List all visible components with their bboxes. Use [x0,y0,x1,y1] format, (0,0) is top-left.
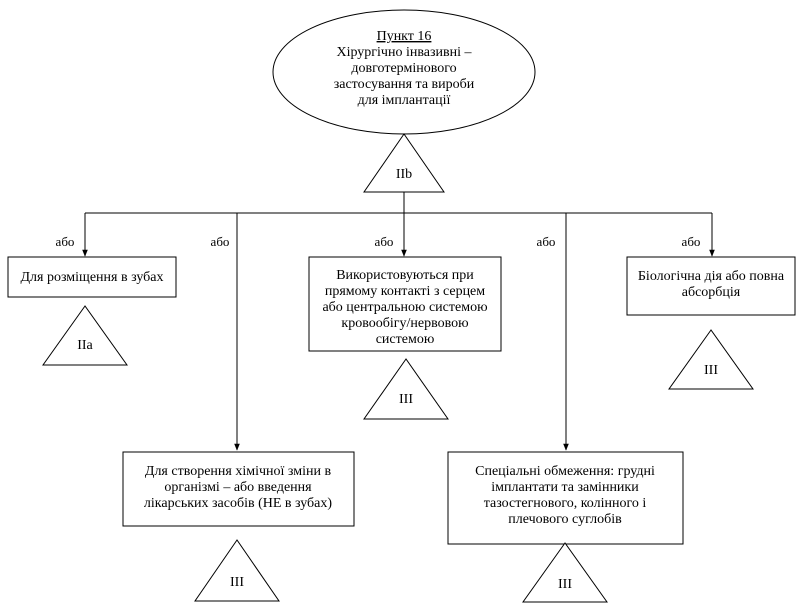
box-special-class: III [558,577,572,592]
root-line-2: довготермінового [351,61,456,76]
root-class-triangle: IIb [363,133,445,193]
box-bio-line-1: Біологічна дія або повна [638,269,785,284]
box-bio-class: III [704,363,718,378]
box-bio-line-2: абсорбція [682,285,741,300]
root-line-1: Хірургічно інвазивні – [336,45,472,60]
box-chemical: Для створення хімічної зміни в організмі… [122,451,355,602]
connectors [82,192,715,451]
branch-label-teeth: або [56,234,75,249]
branch-label-special: або [537,234,556,249]
box-teeth-line-1: Для розміщення в зубах [21,270,164,285]
root-node: Пункт 16 Хірургічно інвазивні – довготер… [272,9,536,135]
box-chemical-line-1: Для створення хімічної зміни в [145,464,332,479]
root-class-label: IIb [396,167,412,182]
box-heart-line-2: прямому контакті з серцем [325,284,485,299]
box-chemical-class: III [230,575,244,590]
box-special-line-4: плечового суглобів [508,512,622,527]
box-heart-class: III [399,392,413,407]
box-heart-line-4: кровообігу/нервовою [341,316,468,331]
box-heart-line-1: Використовуються при [336,268,474,283]
box-special-line-1: Спеціальні обмеження: грудні [475,464,655,479]
branch-label-bio: або [682,234,701,249]
box-heart-line-5: системою [376,332,435,347]
box-heart: Використовуються при прямому контакті з … [308,256,502,420]
branch-label-heart: або [375,234,394,249]
box-chemical-line-2: організмі – або введення [164,480,312,495]
root-line-4: для імплантації [358,93,451,108]
root-title: Пункт 16 [377,29,432,44]
box-teeth-class: IIa [77,338,93,353]
branch-label-chemical: або [211,234,230,249]
box-teeth: Для розміщення в зубах IIa [7,256,177,366]
box-special: Спеціальні обмеження: грудні імплантати … [447,451,684,603]
box-bio: Біологічна дія або повна абсорбція III [626,256,796,390]
root-line-3: застосування та вироби [334,77,475,92]
box-special-line-2: імплантати та замінники [491,480,639,495]
box-special-line-3: тазостегнового, колінного і [484,496,647,511]
box-heart-line-3: або центральною системою [322,300,487,315]
box-chemical-line-3: лікарських засобів (НЕ в зубах) [144,496,332,511]
